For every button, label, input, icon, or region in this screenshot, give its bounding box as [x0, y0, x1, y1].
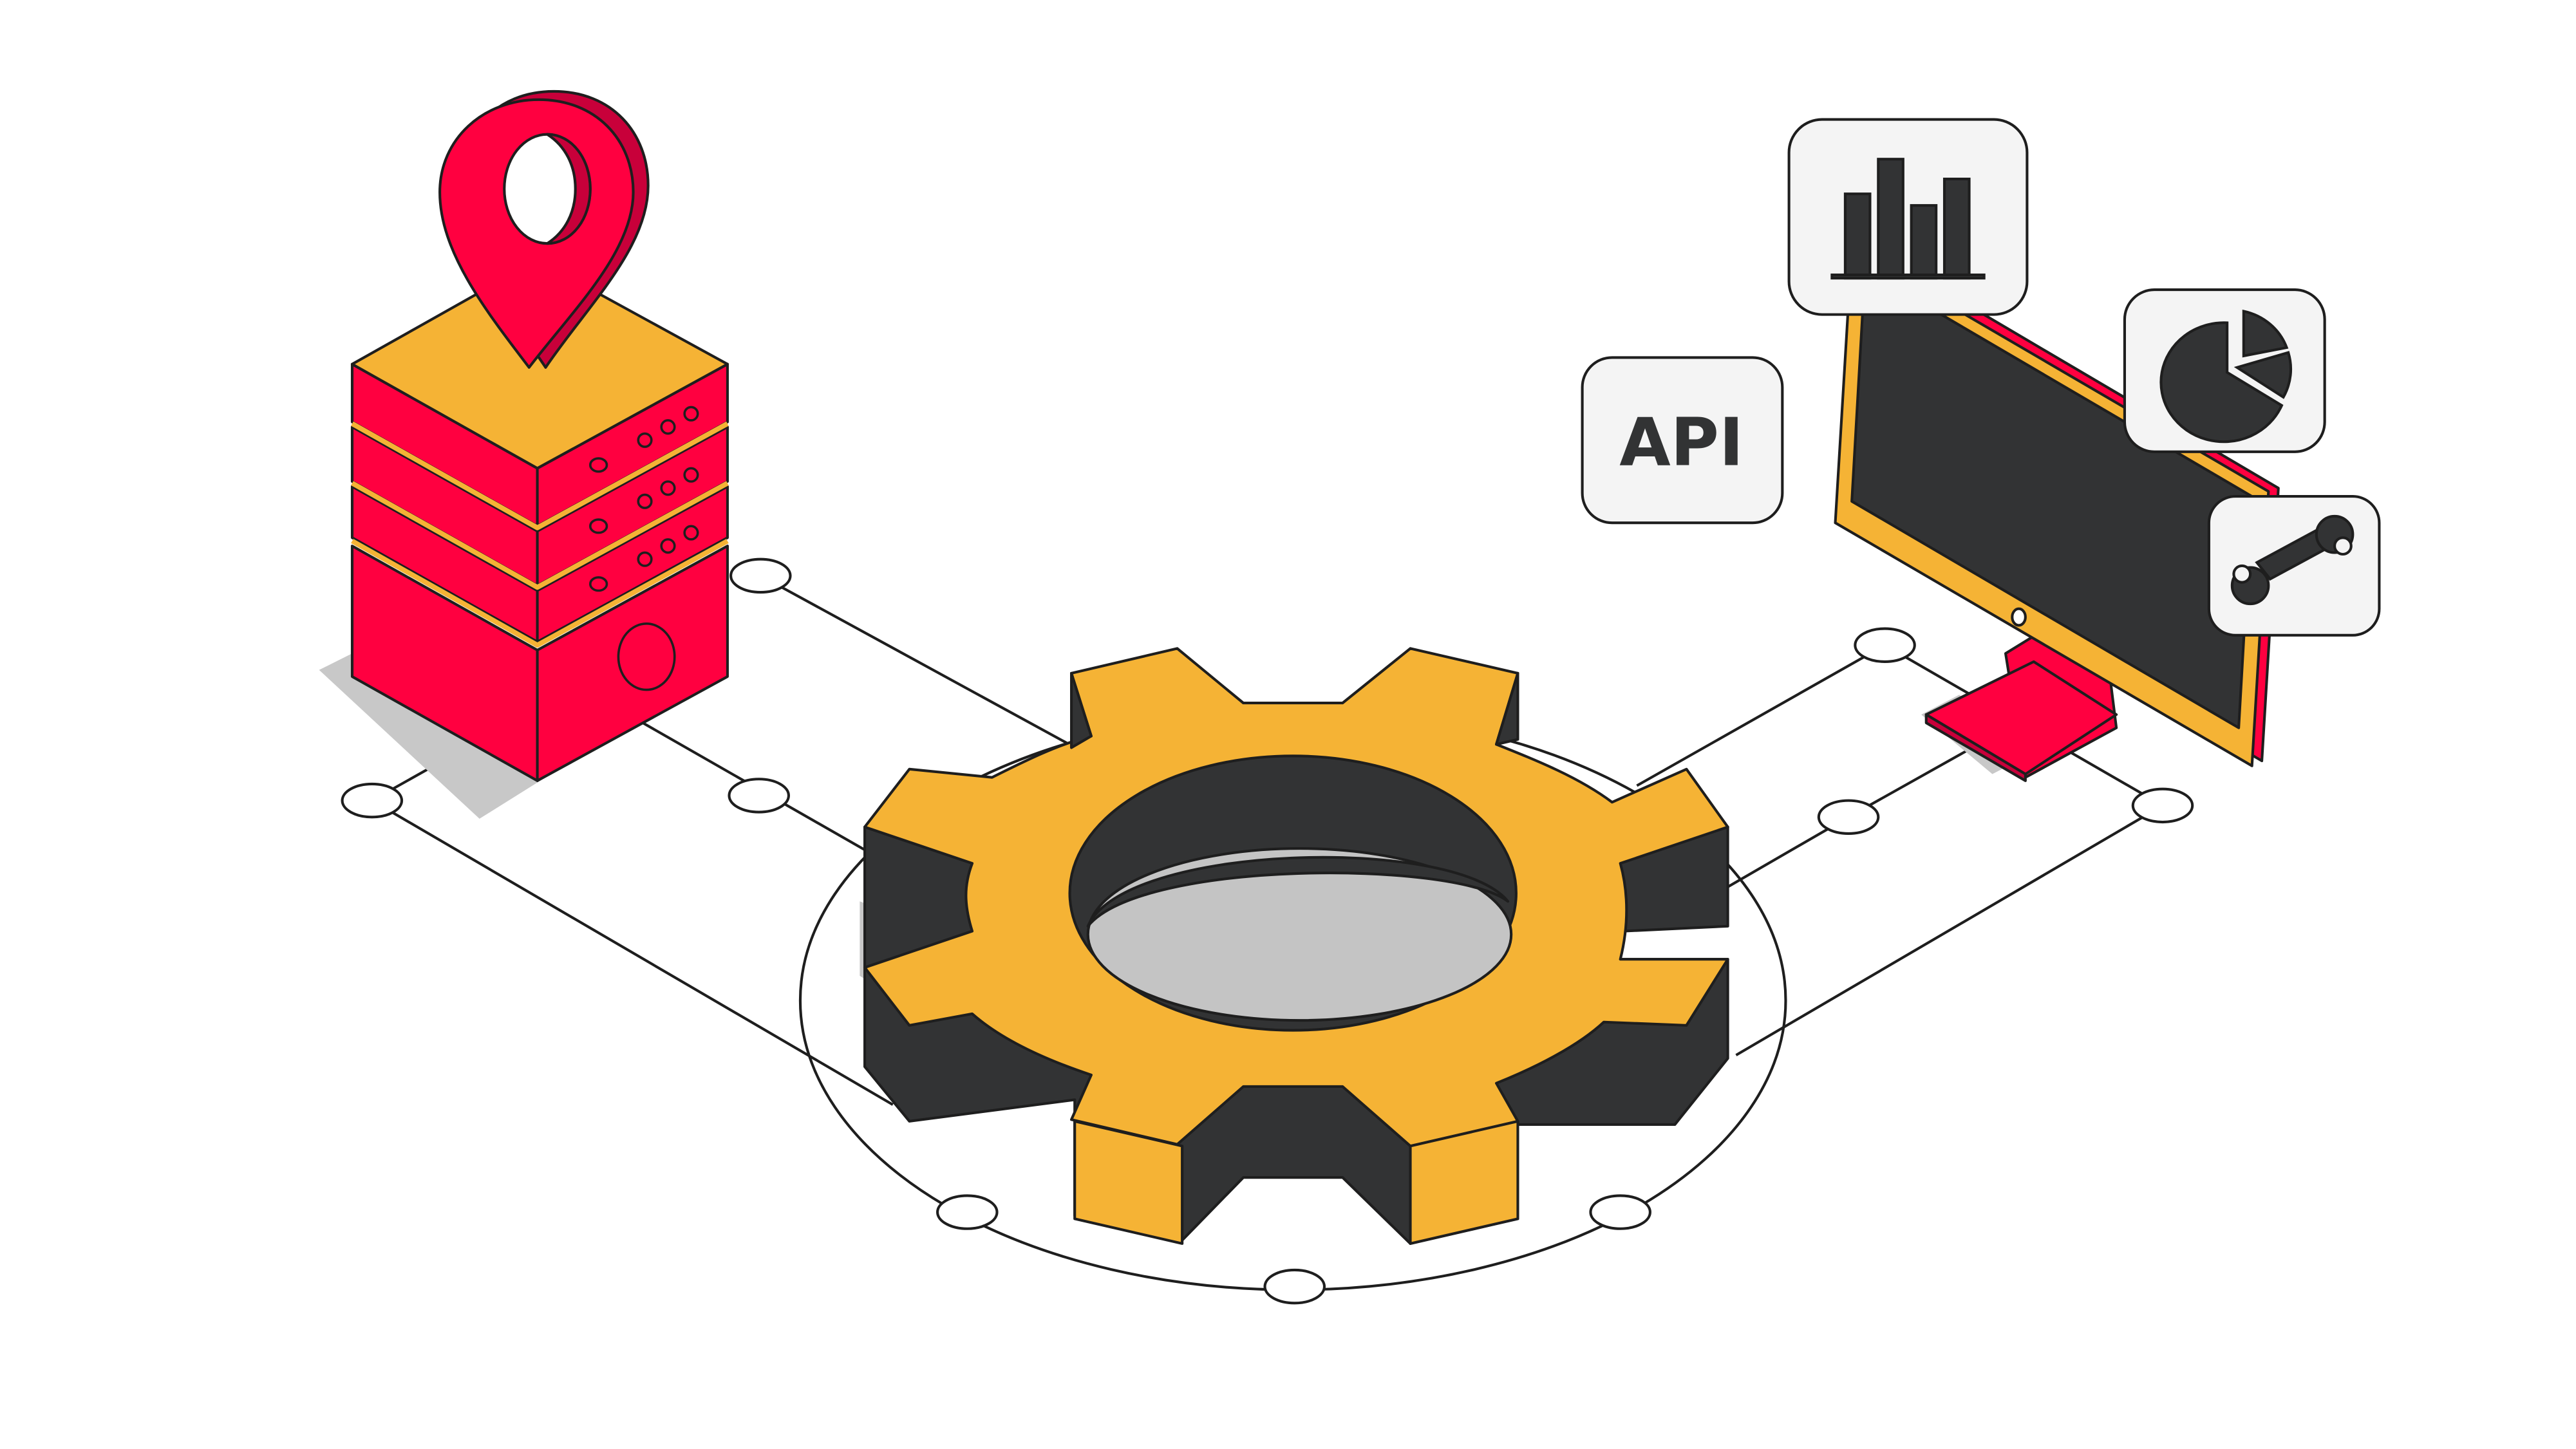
api-badge: API — [1581, 356, 1784, 525]
node — [936, 1194, 999, 1230]
pie-chart-badge — [2123, 288, 2326, 453]
node — [1817, 799, 1880, 836]
node — [1854, 627, 1916, 663]
connection-nodes — [341, 557, 2194, 1305]
node — [1589, 1194, 1651, 1230]
node — [2131, 787, 2194, 824]
node — [728, 778, 791, 814]
wrench-badge — [2207, 495, 2381, 637]
node — [1263, 1268, 1326, 1305]
api-label: API — [1619, 404, 1744, 481]
bar-chart-icon — [1830, 158, 1986, 280]
node — [729, 557, 792, 594]
monitor-icon — [1834, 247, 2280, 782]
node — [341, 782, 404, 819]
bar-chart-badge — [1787, 118, 2029, 316]
pie-chart-icon — [2159, 309, 2293, 444]
location-pin-icon — [438, 89, 650, 369]
gear-icon — [860, 647, 1729, 1245]
server-icon — [319, 258, 729, 819]
wrench-icon — [2230, 514, 2355, 606]
